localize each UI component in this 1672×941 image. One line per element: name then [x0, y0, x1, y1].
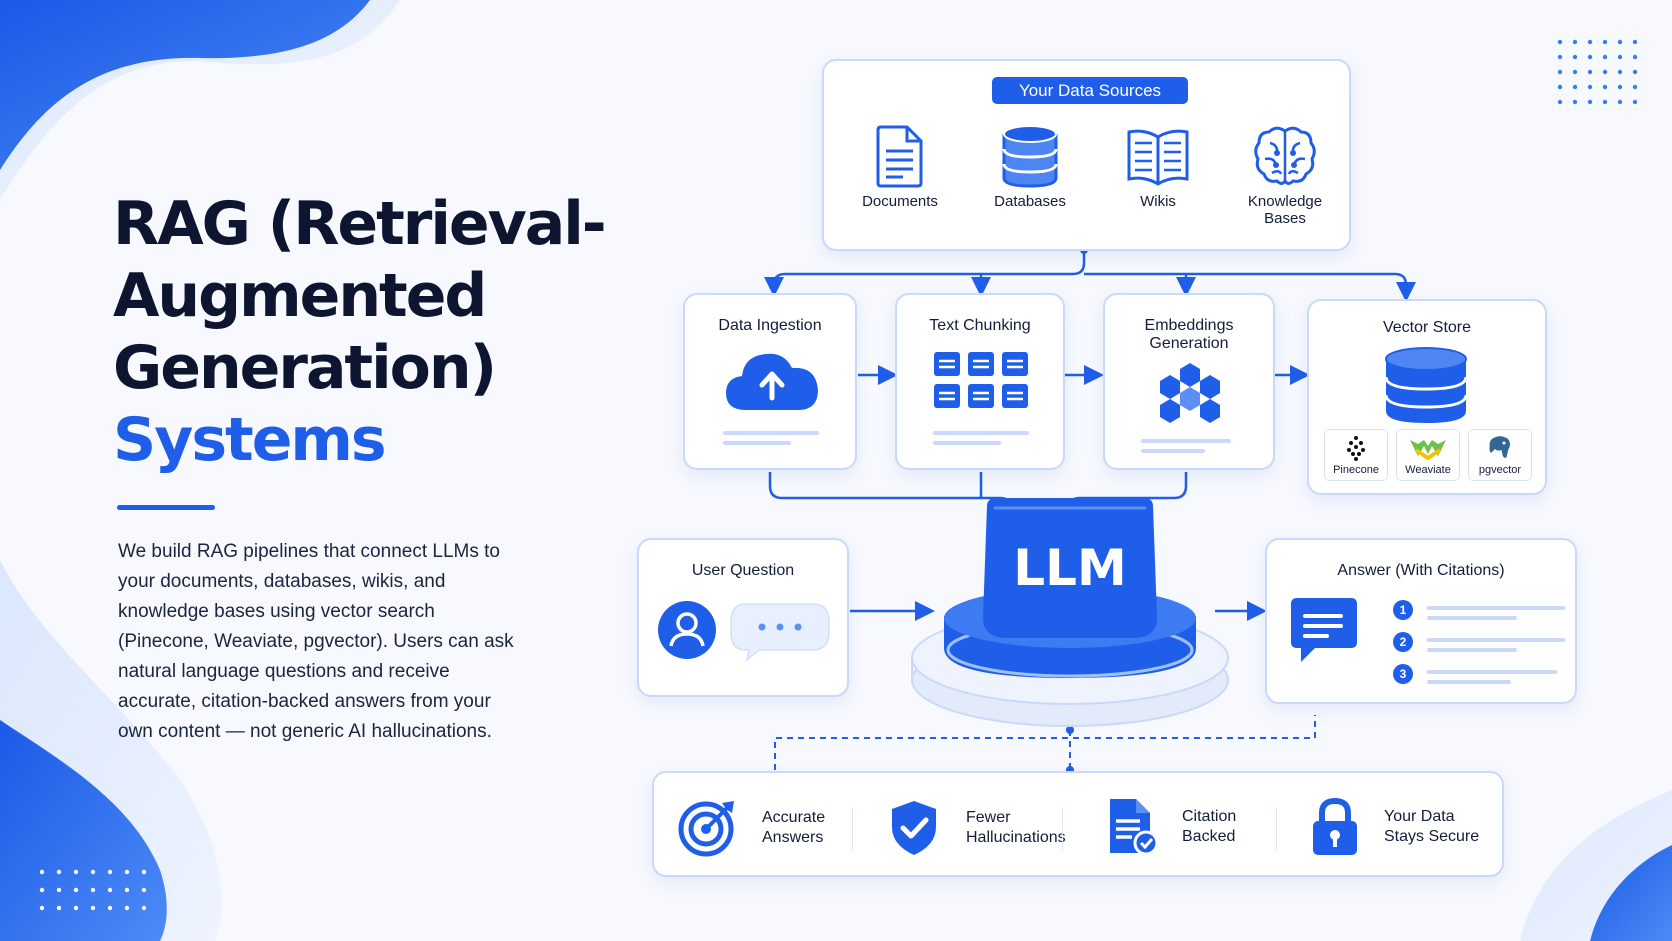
user-question-card: User Question: [637, 538, 849, 697]
source-documents: Documents: [850, 123, 950, 210]
citation-line: [1427, 638, 1565, 642]
dots-decoration-top-right: [1557, 39, 1638, 105]
pgvector-logo-icon: [1488, 434, 1512, 460]
placeholder-lines: [1141, 439, 1231, 453]
pinecone-logo: Pinecone: [1324, 429, 1388, 481]
text-chunking-title: Text Chunking: [929, 317, 1031, 334]
text-chunking-card: Text Chunking: [895, 293, 1065, 470]
pinecone-logo-icon: [1347, 436, 1365, 461]
vector-store-card: Vector Store Pinecone Weaviate pgvector: [1307, 299, 1547, 495]
answer-card: Answer (With Citations) 1 2 3: [1265, 538, 1577, 704]
source-databases-label: Databases: [994, 193, 1066, 210]
description-line: knowledge bases using vector search: [118, 601, 435, 622]
description-line: We build RAG pipelines that connect LLMs…: [118, 541, 500, 562]
citation-number: 2: [1393, 632, 1413, 652]
pgvector-label: pgvector: [1478, 464, 1522, 476]
book-icon: [1127, 129, 1189, 186]
benefit-divider: [852, 807, 853, 851]
description-line: accurate, citation-backed answers from y…: [118, 691, 491, 712]
citation-line: [1427, 616, 1517, 620]
description: We build RAG pipelines that connect LLMs…: [118, 537, 558, 747]
description-line: your documents, databases, wikis, and: [118, 571, 446, 592]
source-wikis-label: Wikis: [1140, 193, 1176, 210]
weaviate-logo-icon: [1410, 440, 1446, 461]
llm-block: LLM: [905, 498, 1235, 738]
user-avatar-icon: [658, 601, 716, 659]
placeholder-lines: [723, 431, 819, 445]
database-icon: [1384, 347, 1468, 423]
citation-line: [1427, 606, 1565, 610]
citation-number: 3: [1393, 664, 1413, 684]
title-line-3: Generation): [113, 333, 497, 403]
benefit-divider: [1276, 807, 1277, 851]
brain-icon: [1254, 126, 1316, 185]
title-line-1: RAG (Retrieval-: [113, 189, 607, 259]
shield-check-icon: [892, 801, 936, 855]
description-line: own content — not generic AI hallucinati…: [118, 721, 492, 742]
citation-line: [1427, 680, 1511, 684]
title-line-4: Systems: [113, 405, 387, 475]
description-line: natural language questions and receive: [118, 661, 450, 682]
title-underline: [117, 505, 215, 510]
source-databases: Databases: [980, 123, 1080, 210]
source-documents-label: Documents: [862, 193, 938, 210]
citation-number: 1: [1393, 600, 1413, 620]
citation-item: 1: [1393, 600, 1573, 622]
hexagon-cluster-icon: [1160, 363, 1220, 423]
citation-item: 3: [1393, 664, 1573, 686]
title-line-2: Augmented: [113, 261, 487, 331]
pgvector-logo: pgvector: [1468, 429, 1532, 481]
placeholder-lines: [933, 431, 1029, 445]
data-sources-badge: Your Data Sources: [992, 77, 1188, 104]
llm-label: LLM: [1013, 539, 1127, 597]
weaviate-logo: Weaviate: [1396, 429, 1460, 481]
source-wikis: Wikis: [1108, 123, 1208, 210]
database-icon: [1002, 125, 1058, 188]
document-check-icon: [1110, 799, 1158, 856]
llm-platform: [911, 498, 1229, 727]
chat-bubble-icon: [730, 603, 830, 662]
cloud-upload-icon: [726, 353, 818, 410]
message-icon: [1291, 598, 1357, 662]
dots-decoration-bottom-left: [39, 869, 147, 911]
vector-store-title: Vector Store: [1382, 319, 1472, 336]
document-icon: [876, 125, 923, 188]
page-title: RAG (Retrieval- Augmented Generation) Sy…: [113, 188, 633, 476]
target-icon: [678, 801, 734, 857]
description-line: (Pinecone, Weaviate, pgvector). Users ca…: [118, 631, 514, 652]
benefit-divider: [1062, 807, 1063, 851]
data-ingestion-title: Data Ingestion: [718, 317, 822, 334]
pinecone-label: Pinecone: [1333, 464, 1379, 476]
data-ingestion-card: Data Ingestion: [683, 293, 857, 470]
data-sources-card: Your Data Sources Documents Databases Wi…: [822, 59, 1351, 251]
citation-line: [1427, 648, 1517, 652]
weaviate-label: Weaviate: [1405, 464, 1451, 476]
grid-blocks-icon: [934, 352, 1028, 408]
citation-item: 2: [1393, 632, 1573, 654]
user-question-title: User Question: [691, 562, 795, 579]
answer-title: Answer (With Citations): [1337, 562, 1505, 579]
citation-line: [1427, 670, 1557, 674]
padlock-icon: [1313, 797, 1357, 855]
